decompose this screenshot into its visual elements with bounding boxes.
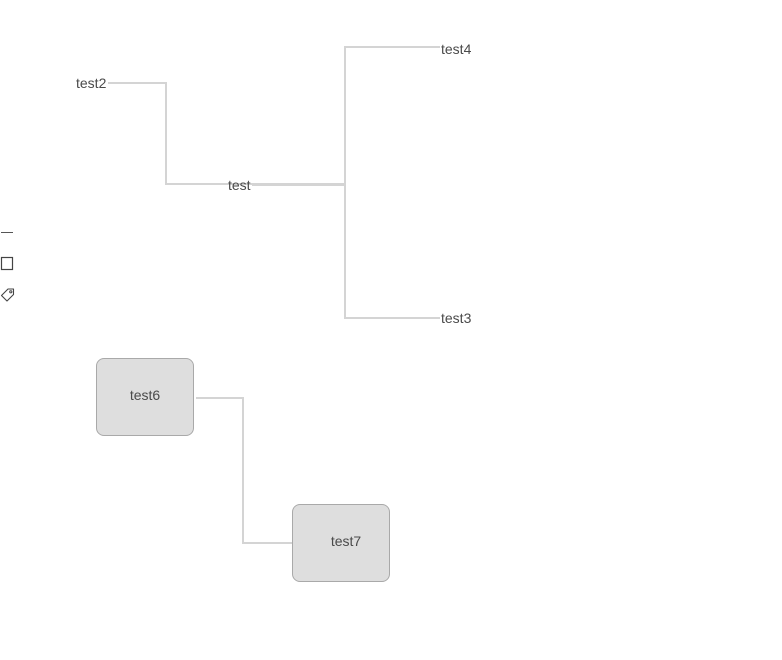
edge-test6-test7: [196, 397, 292, 544]
edge-test-test2: [108, 82, 252, 185]
line-icon[interactable]: [0, 224, 16, 240]
node-test7-label: test7: [330, 533, 362, 549]
node-test6[interactable]: test6: [96, 358, 194, 436]
edge-test-test4: [252, 46, 440, 185]
rectangle-icon[interactable]: [0, 256, 16, 272]
node-test3[interactable]: test3: [441, 310, 472, 326]
node-test4[interactable]: test4: [441, 41, 472, 57]
node-test7[interactable]: test7: [292, 504, 390, 582]
edge-test-test3: [252, 184, 440, 319]
node-test[interactable]: test: [228, 177, 251, 193]
tag-icon[interactable]: [0, 287, 16, 303]
node-test2[interactable]: test2: [76, 75, 107, 91]
node-test6-label: test6: [129, 387, 161, 403]
